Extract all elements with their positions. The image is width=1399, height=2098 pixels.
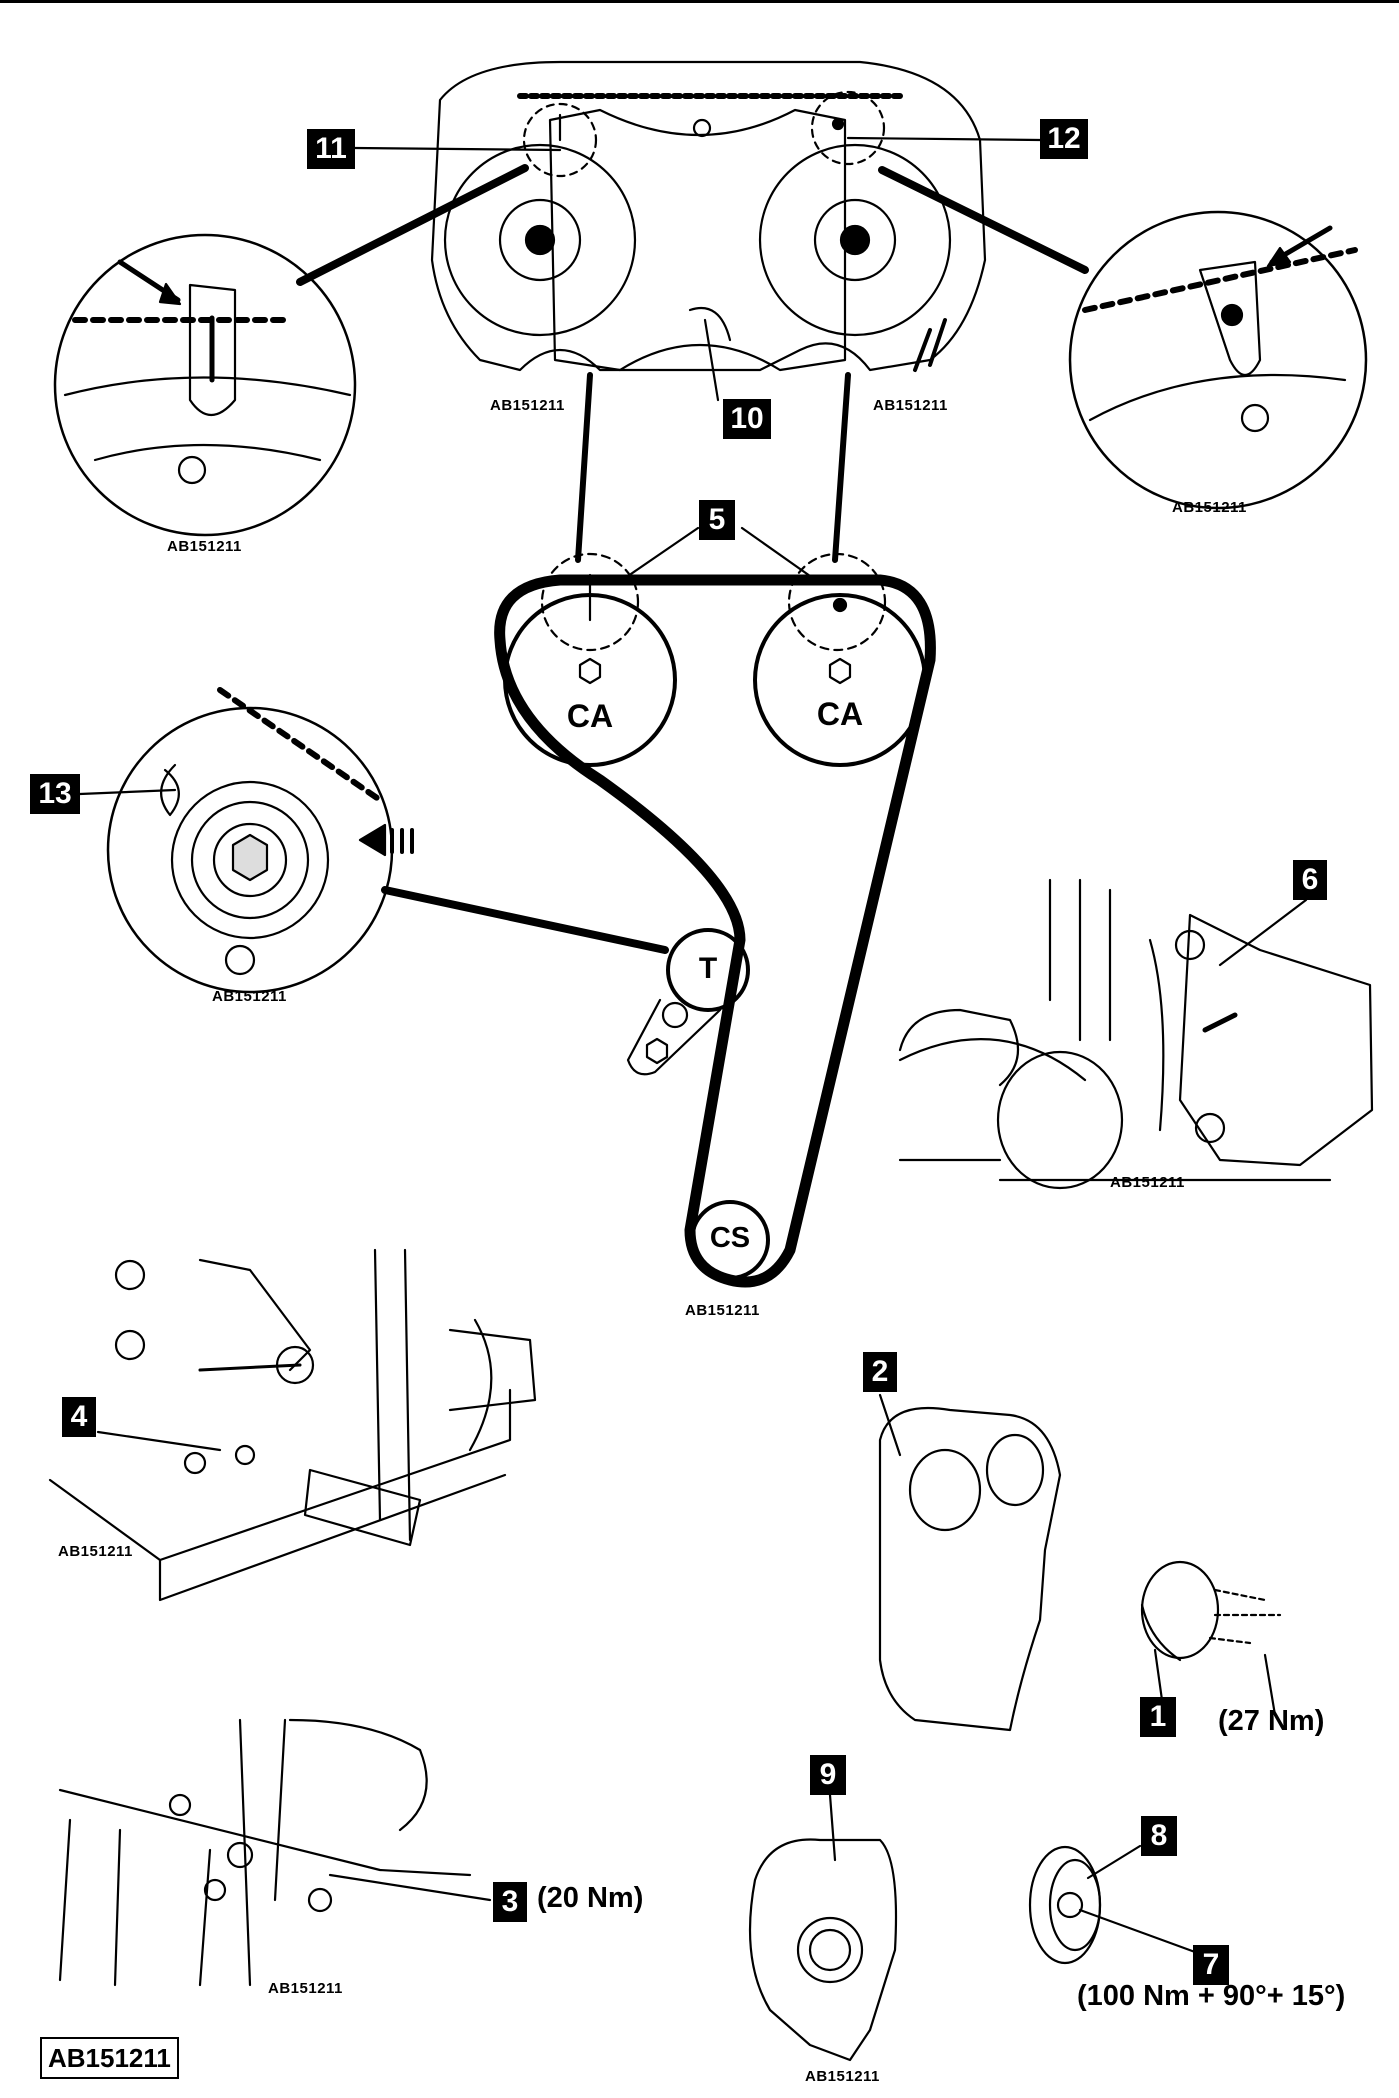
detail-circle-13 (106, 687, 414, 994)
leader-4 (96, 1430, 222, 1452)
cylinder-head-drawing (430, 60, 987, 372)
image-code-belt: AB151211 (685, 1302, 760, 1319)
callout-9: 9 (810, 1755, 846, 1795)
timing-cover-drawing (878, 1393, 1062, 1732)
top-border (0, 0, 1399, 3)
callout-2: 2 (863, 1352, 897, 1392)
callout-4: 4 (62, 1397, 96, 1437)
image-code-detail-13: AB151211 (212, 988, 287, 1005)
callout-8: 8 (1141, 1816, 1177, 1856)
leader-13 (78, 788, 177, 796)
leader-11 (353, 146, 562, 152)
image-code-crank-lock: AB151211 (58, 1543, 133, 1560)
torque-1: (27 Nm) (1218, 1705, 1325, 1737)
image-code-detail-11: AB151211 (167, 538, 242, 555)
oil-pan-drawing (58, 1718, 492, 1987)
callout-1: 1 (1140, 1697, 1176, 1737)
detail-circle-11 (53, 164, 529, 537)
callout-6: 6 (1293, 860, 1327, 900)
image-code-mount: AB151211 (1110, 1174, 1185, 1191)
callout-10: 10 (723, 399, 771, 439)
callout-13: 13 (30, 774, 80, 814)
image-code-lower-cover: AB151211 (805, 2068, 880, 2085)
detail-circle-12 (878, 166, 1368, 510)
torque-7: (100 Nm + 90°+ 15°) (1077, 1980, 1346, 2012)
callout-12: 12 (1040, 119, 1088, 159)
camshaft-right-label: CA (816, 696, 864, 732)
image-code-oil-pan: AB151211 (268, 1980, 343, 1997)
engine-mount-drawing (898, 878, 1374, 1190)
crank-pulley-1-drawing (1140, 1560, 1282, 1717)
crankshaft-label: CS (709, 1222, 751, 1254)
belt-routing (381, 372, 936, 1288)
callout-11: 11 (307, 129, 355, 169)
callout-5: 5 (699, 500, 735, 540)
leader-10 (703, 318, 720, 402)
callout-7: 7 (1193, 1945, 1229, 1985)
image-code-main: AB151211 (40, 2037, 179, 2079)
crank-pulley-8-drawing (1028, 1844, 1197, 1965)
lower-cover-drawing (748, 1793, 898, 2062)
crank-lock-drawing (48, 1248, 537, 1602)
leader-6 (1218, 898, 1308, 967)
leader-12 (846, 136, 1042, 142)
image-code-head-right: AB151211 (873, 397, 948, 414)
image-code-detail-12: AB151211 (1172, 499, 1247, 516)
torque-3: (20 Nm) (537, 1882, 644, 1914)
camshaft-left-label: CA (566, 698, 614, 734)
image-code-head-left: AB151211 (490, 397, 565, 414)
callout-3: 3 (493, 1882, 527, 1922)
tensioner-label: T (698, 952, 718, 985)
